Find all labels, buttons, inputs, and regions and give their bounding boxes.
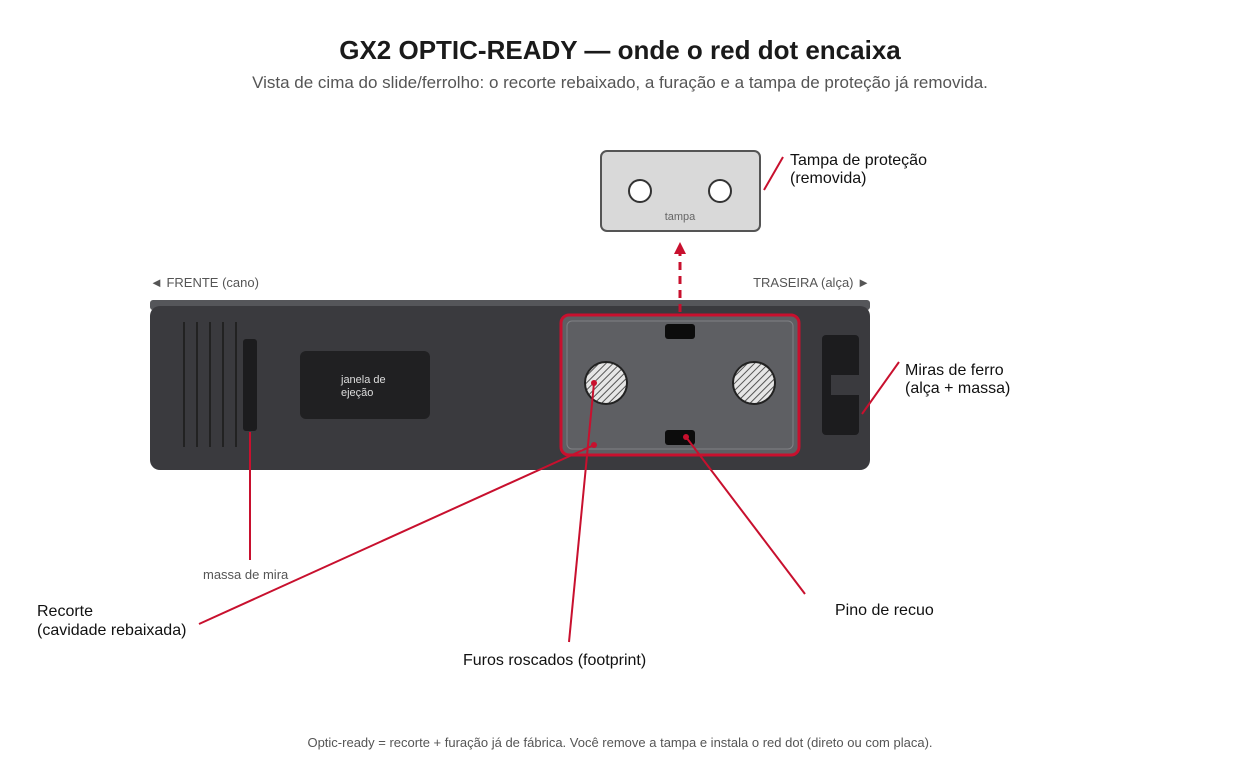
front-sight-callout: massa de mira	[203, 567, 289, 582]
cover-plate-label: tampa	[665, 211, 696, 223]
recoil-pin-callout: Pino de recuo	[835, 602, 934, 619]
cover-plate-hole-left	[628, 179, 652, 203]
ejection-window-label-line2: ejeção	[341, 387, 373, 399]
cutout-leader-dot	[591, 442, 597, 448]
recoil-pin-bottom	[665, 430, 695, 445]
cover-plate-hole-right	[708, 179, 732, 203]
threaded-holes-leader-dot	[591, 380, 597, 386]
removal-arrow-head	[674, 242, 686, 254]
iron-sights-callout-line2: (alça + massa)	[905, 380, 1010, 397]
cover-callout-leader	[763, 156, 784, 191]
cover-callout-line2: (removida)	[790, 170, 866, 187]
page-subtitle: Vista de cima do slide/ferrolho: o recor…	[252, 73, 988, 92]
footer-note: Optic-ready = recorte + furação já de fá…	[307, 735, 932, 750]
cover-plate: tampa	[600, 150, 761, 232]
recoil-pin-callout-leader	[685, 436, 806, 595]
cutout-callout-line2: (cavidade rebaixada)	[37, 622, 186, 639]
rear-orientation-label: TRASEIRA (alça) ►	[753, 275, 870, 290]
front-serrations	[183, 322, 237, 447]
rear-sight-notch	[831, 375, 861, 395]
threaded-hole-left	[584, 361, 628, 405]
front-orientation-label: ◄ FRENTE (cano)	[150, 275, 259, 290]
optic-cutout-inner-edge	[566, 320, 794, 450]
threaded-hole-right	[732, 361, 776, 405]
cover-plate-body	[600, 150, 761, 232]
iron-sights-callout-line1: Miras de ferro	[905, 362, 1004, 379]
ejection-window-label-line1: janela de	[340, 374, 386, 386]
threaded-holes-callout: Furos roscados (footprint)	[463, 652, 646, 669]
iron-sights-callout-leader	[861, 361, 900, 415]
page-title: GX2 OPTIC-READY — onde o red dot encaixa	[339, 35, 901, 65]
front-sight	[243, 339, 257, 431]
cutout-callout-line1: Recorte	[37, 603, 93, 620]
recoil-pin-leader-dot	[683, 434, 689, 440]
recoil-pin-top	[665, 324, 695, 339]
optic-cutout	[559, 313, 801, 457]
ejection-window	[300, 351, 430, 419]
cover-callout-line1: Tampa de proteção	[790, 152, 927, 169]
cutout-callout-leader	[198, 444, 595, 625]
threaded-holes-callout-leader	[568, 382, 595, 643]
slide: janela de ejeção	[150, 300, 870, 470]
